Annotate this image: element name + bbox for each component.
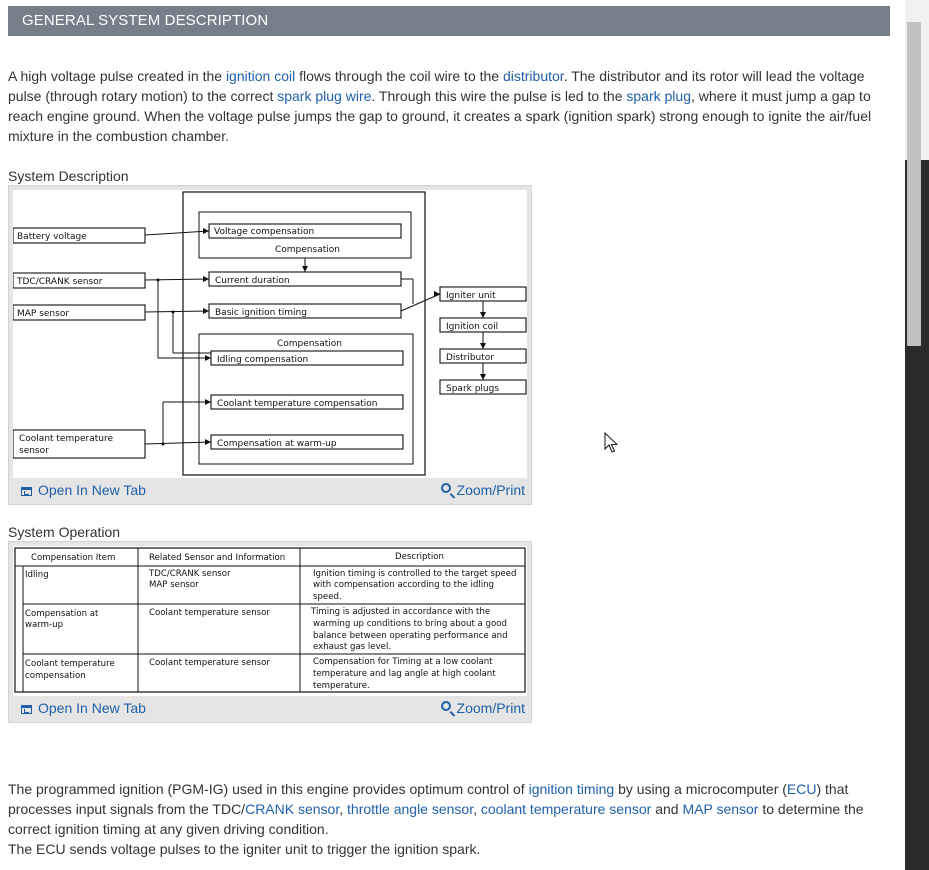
table-row-1-desc: speed.: [313, 592, 342, 602]
figure1-caption: System Description: [8, 168, 129, 184]
table-row-2-sensor: Coolant temperature sensor: [149, 608, 270, 618]
link-ignition-timing[interactable]: ignition timing: [528, 781, 615, 797]
scrollbar-thumb[interactable]: [907, 22, 921, 346]
battery-box: [13, 227, 146, 244]
outro-text: ) that processes input signals from the …: [8, 781, 849, 817]
figure1-zoom-print-link[interactable]: Zoom/Print: [440, 482, 525, 498]
open-new-tab-icon: [21, 487, 32, 496]
table-row-2-desc: balance between operating performance an…: [313, 631, 508, 641]
zoom-print-label: Zoom/Print: [456, 482, 525, 498]
table-row-3-item: Coolant temperature: [25, 659, 115, 669]
open-new-tab-label: Open In New Tab: [38, 482, 146, 498]
table-grid: [14, 547, 526, 693]
section-header: GENERAL SYSTEM DESCRIPTION: [8, 6, 890, 36]
table-row-3-desc: temperature.: [313, 681, 370, 691]
map-label: MAP sensor: [17, 309, 69, 319]
intro-text: . The distributor and its rotor will lea…: [8, 68, 865, 104]
content-area: GENERAL SYSTEM DESCRIPTION A high voltag…: [8, 6, 890, 857]
table-row-1-sensor: MAP sensor: [149, 580, 199, 590]
table-header-sensor: Related Sensor and Information: [149, 553, 285, 563]
link-coolant-temperature-sensor[interactable]: coolant temperature sensor: [480, 801, 652, 817]
table-row-1-desc: Ignition timing is controlled to the tar…: [313, 569, 516, 579]
table-row-2-desc: warming up conditions to bring about a g…: [313, 619, 507, 629]
outro-text: The ECU sends voltage pulses to the igni…: [8, 841, 481, 857]
figure2-zoom-print-link[interactable]: Zoom/Print: [440, 700, 525, 716]
intro-text: A high voltage pulse created in the: [8, 68, 226, 84]
idling-comp-label: Idling compensation: [217, 355, 308, 365]
outro-text: and: [651, 801, 683, 817]
ecu-frame: [182, 191, 426, 476]
link-throttle-angle-sensor[interactable]: throttle angle sensor: [347, 801, 474, 817]
table-row-1-item: Idling: [25, 570, 49, 580]
open-new-tab-label: Open In New Tab: [38, 700, 146, 716]
table-row-2-desc: exhaust gas level.: [313, 642, 391, 652]
tdc-label: TDC/CRANK sensor: [16, 277, 103, 287]
outro-text: to determine the correct ignition timing…: [8, 801, 864, 837]
table-row-3-desc: Compensation for Timing at a low coolant: [313, 657, 493, 667]
figure2-container: Compensation Item Related Sensor and Inf…: [8, 541, 532, 723]
link-ignition-coil[interactable]: ignition coil: [225, 68, 296, 84]
figure2-toolbar: Open In New Tab Zoom/Print: [9, 696, 531, 722]
coolant-label-2: sensor: [19, 446, 49, 456]
figure1-container: Battery voltage TDC/CRANK sensor MAP sen…: [8, 185, 532, 505]
spark-plugs-label: Spark plugs: [446, 384, 499, 394]
battery-label: Battery voltage: [17, 232, 87, 242]
arrowheads: [156, 228, 486, 446]
table-row-3-sensor: Coolant temperature sensor: [149, 658, 270, 668]
link-ecu[interactable]: ECU: [786, 781, 817, 797]
table-header-item: Compensation Item: [31, 553, 115, 563]
map-box: [13, 304, 146, 321]
figure2-caption: System Operation: [8, 524, 121, 540]
compensation-a-label: Compensation: [275, 245, 340, 255]
table-row-1-desc: with compensation according to the idlin…: [313, 580, 494, 590]
table-header-description: Description: [395, 552, 444, 562]
system-operation-table[interactable]: Compensation Item Related Sensor and Inf…: [13, 546, 527, 696]
basic-timing-label: Basic ignition timing: [215, 308, 307, 318]
system-description-diagram[interactable]: Battery voltage TDC/CRANK sensor MAP sen…: [13, 190, 527, 478]
warmup-comp-label: Compensation at warm-up: [217, 439, 337, 449]
outro-paragraph: The programmed ignition (PGM-IG) used in…: [8, 779, 890, 859]
intro-text: . Through this wire the pulse is led to …: [371, 88, 627, 104]
section-title: GENERAL SYSTEM DESCRIPTION: [22, 12, 269, 29]
intro-text: , where it must jump a gap to reach engi…: [8, 88, 872, 144]
table-row-1-sensor: TDC/CRANK sensor: [148, 569, 231, 579]
zoom-icon: [440, 483, 451, 493]
table-row-2-desc: Timing is adjusted in accordance with th…: [310, 607, 490, 617]
coolant-label-1: Coolant temperature: [19, 434, 113, 444]
figure1-toolbar: Open In New Tab Zoom/Print: [9, 478, 531, 504]
link-map-sensor[interactable]: MAP sensor: [682, 801, 759, 817]
table-background: [13, 546, 527, 696]
compensation-b-label: Compensation: [277, 339, 342, 349]
connector-lines: [144, 230, 484, 445]
table-row-3-desc: temperature and lag angle at high coolan…: [313, 669, 496, 679]
table-row-2-item: warm-up: [25, 620, 63, 630]
figure1-open-new-tab-link[interactable]: Open In New Tab: [21, 482, 146, 498]
zoom-icon: [440, 701, 451, 711]
current-duration-label: Current duration: [215, 276, 290, 286]
intro-text: flows through the coil wire to the: [295, 68, 503, 84]
link-crank-sensor[interactable]: CRANK sensor: [245, 801, 340, 817]
distributor-label: Distributor: [446, 353, 494, 363]
outro-text: ,: [339, 801, 348, 817]
outro-text: The programmed ignition (PGM-IG) used in…: [8, 781, 529, 797]
open-new-tab-icon: [21, 705, 32, 714]
zoom-print-label: Zoom/Print: [456, 700, 525, 716]
link-spark-plug-wire[interactable]: spark plug wire: [277, 88, 372, 104]
mouse-cursor-icon: [604, 432, 618, 453]
tdc-box: [13, 272, 146, 289]
outro-text: by using a microcomputer (: [614, 781, 787, 797]
outro-text: ,: [473, 801, 481, 817]
table-row-3-item: compensation: [25, 671, 86, 681]
compensation-group-b: [198, 333, 414, 465]
igniter-label: Igniter unit: [446, 291, 496, 301]
coil-label: Ignition coil: [446, 322, 498, 332]
intro-paragraph: A high voltage pulse created in the igni…: [8, 66, 890, 146]
voltage-comp-label: Voltage compensation: [214, 227, 314, 237]
link-distributor[interactable]: distributor: [502, 68, 564, 84]
figure2-open-new-tab-link[interactable]: Open In New Tab: [21, 700, 146, 716]
table-row-2-item: Compensation at: [25, 609, 99, 619]
coolant-comp-label: Coolant temperature compensation: [217, 399, 377, 409]
link-spark-plug[interactable]: spark plug: [626, 88, 691, 104]
